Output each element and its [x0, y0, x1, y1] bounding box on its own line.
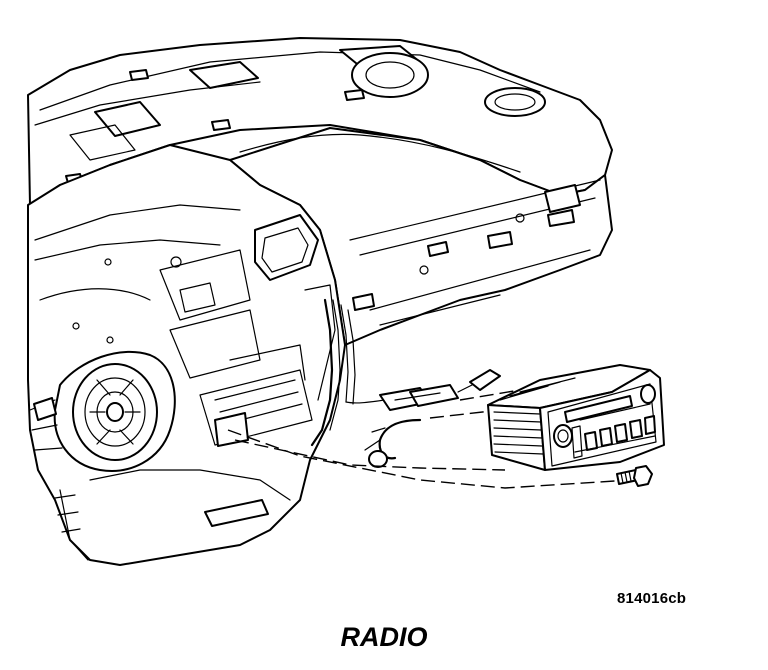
- figure-id-label: 814016cb: [617, 590, 687, 607]
- instrument-panel-top-pad: [27, 37, 613, 206]
- instrument-panel-left-structure: [27, 144, 346, 566]
- figure-caption: RADIO: [340, 622, 428, 652]
- instrument-panel-lower-face: [229, 127, 613, 346]
- install-guide-lines: [227, 389, 631, 489]
- radio-unit: [487, 364, 665, 471]
- radio-wire-harness: [310, 298, 501, 468]
- mounting-screw: [616, 465, 653, 487]
- steering-column-hub: [29, 350, 176, 472]
